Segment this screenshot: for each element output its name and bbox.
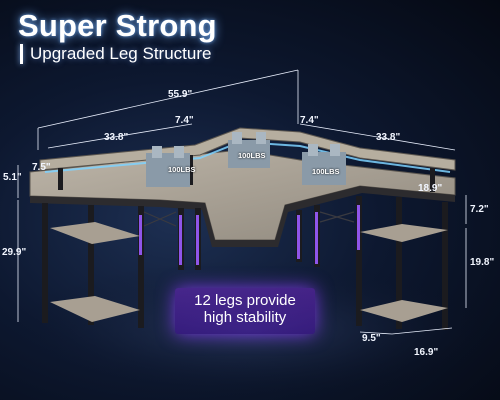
right-shelf-lower (360, 300, 448, 322)
left-shelf-lower (50, 296, 140, 322)
subheadline-group: Upgraded Leg Structure (20, 44, 211, 64)
load-rating-left: 100LBS (168, 165, 196, 174)
desktop-edge (30, 186, 455, 247)
dim-corner-left: 7.4" (175, 115, 194, 126)
callout-line-2: high stability (203, 309, 287, 327)
subheadline: Upgraded Leg Structure (30, 44, 212, 63)
riser-leg (188, 155, 193, 185)
weight-left (146, 146, 190, 187)
weight-center (228, 132, 270, 168)
cross-braces (143, 211, 355, 227)
load-rating-center: 100LBS (238, 151, 266, 160)
subheadline-accent-bar (20, 44, 23, 64)
dim-riser-height: 5.1" (3, 172, 22, 183)
dim-side-shelf-depth: 18.9" (418, 183, 443, 194)
dim-left-wing: 33.8" (104, 132, 129, 143)
dim-right-wing: 33.8" (376, 132, 401, 143)
riser-leg (58, 168, 63, 190)
left-shelf-upper (50, 222, 140, 244)
callout-line-1: 12 legs provide (194, 292, 296, 309)
dim-shelf-base-depth: 9.5" (362, 333, 381, 344)
dim-total-width: 55.9" (168, 89, 193, 100)
dim-shelf-gap-top: 7.2" (470, 204, 489, 215)
dimension-lines (17, 69, 467, 335)
headline: Super Strong (18, 8, 217, 43)
dim-desk-height: 29.9" (2, 247, 27, 258)
stability-callout: 12 legs provide high stability (175, 288, 315, 334)
leg-leds (139, 205, 360, 265)
right-shelf-upper (360, 224, 448, 242)
weight-right (302, 144, 346, 185)
load-rating-right: 100LBS (312, 167, 340, 176)
dim-shelf-gap-lower: 19.8" (470, 257, 495, 268)
dim-corner-right: 7.4" (300, 115, 319, 126)
monitor-riser (39, 127, 456, 171)
riser-leg (430, 168, 435, 192)
dim-shelf-depth: 7.5" (32, 162, 51, 173)
dim-shelf-width: 16.9" (414, 347, 439, 358)
